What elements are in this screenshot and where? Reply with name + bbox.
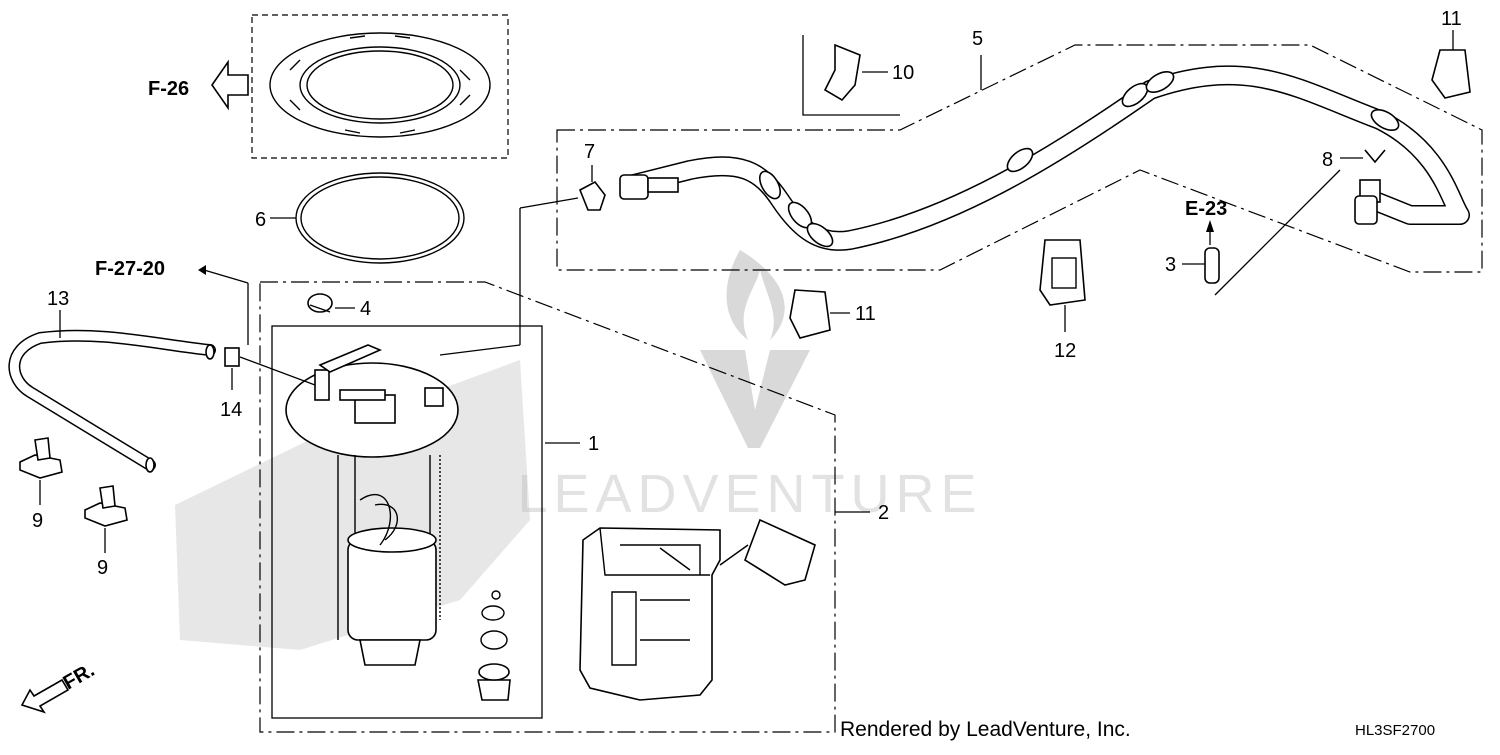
callout-9a: 9 <box>32 510 43 532</box>
hose-clip-14 <box>224 347 240 367</box>
callout-13: 13 <box>47 288 69 310</box>
clip-part-10 <box>823 43 861 102</box>
hose-connector-left <box>619 174 679 200</box>
hose-rings <box>758 70 1400 248</box>
callout-7: 7 <box>584 141 595 163</box>
hose-assembly-box <box>556 44 1483 273</box>
arrow-left-icon <box>211 59 249 111</box>
callout-4: 4 <box>360 298 371 320</box>
clip-part-9b <box>84 485 128 527</box>
callout-14: 14 <box>220 399 242 421</box>
callout-11b: 11 <box>855 303 876 325</box>
clip-part-11a <box>1431 49 1471 99</box>
sensor-part-3 <box>1204 247 1220 284</box>
fuel-feed-hose <box>627 66 1469 250</box>
callout-9b: 9 <box>97 557 108 579</box>
lock-ring <box>269 32 491 138</box>
clip-part-9a <box>19 437 63 479</box>
callout-2: 2 <box>878 502 889 524</box>
callout-10: 10 <box>892 62 914 84</box>
clip-part-7 <box>578 180 606 211</box>
watermark-logo <box>700 250 810 448</box>
clip-part-4 <box>307 293 333 313</box>
front-arrow-icon <box>20 678 70 714</box>
fuel-strainer-reservoir <box>579 518 816 701</box>
callout-8: 8 <box>1322 149 1333 171</box>
seal-rings <box>477 590 511 701</box>
footer-code: HL3SF2700 <box>1355 722 1436 739</box>
callout-1: 1 <box>588 433 599 455</box>
callout-6: 6 <box>255 209 266 231</box>
watermark-text: LEADVENTURE <box>517 464 982 524</box>
callout-5: 5 <box>972 28 983 50</box>
fuel-pump <box>285 344 459 666</box>
footer-rendered-by: Rendered by LeadVenture, Inc. <box>840 718 1131 741</box>
hose-connector-right <box>1354 179 1381 225</box>
callout-3: 3 <box>1165 254 1176 276</box>
clamp-part-8 <box>1364 149 1386 164</box>
pump-subassembly-box <box>271 325 543 719</box>
pump-assembly-box <box>259 281 836 733</box>
gasket-ring <box>295 172 465 264</box>
ref-f26[interactable]: F-26 <box>148 78 189 100</box>
callout-12: 12 <box>1054 340 1076 362</box>
clip-part-11b <box>789 289 831 339</box>
bracket-part-12 <box>1039 239 1086 306</box>
ref-e23[interactable]: E-23 <box>1185 198 1227 220</box>
ref-f2720[interactable]: F-27-20 <box>95 258 165 280</box>
callout-11a: 11 <box>1441 8 1462 30</box>
vent-hose <box>9 331 215 470</box>
